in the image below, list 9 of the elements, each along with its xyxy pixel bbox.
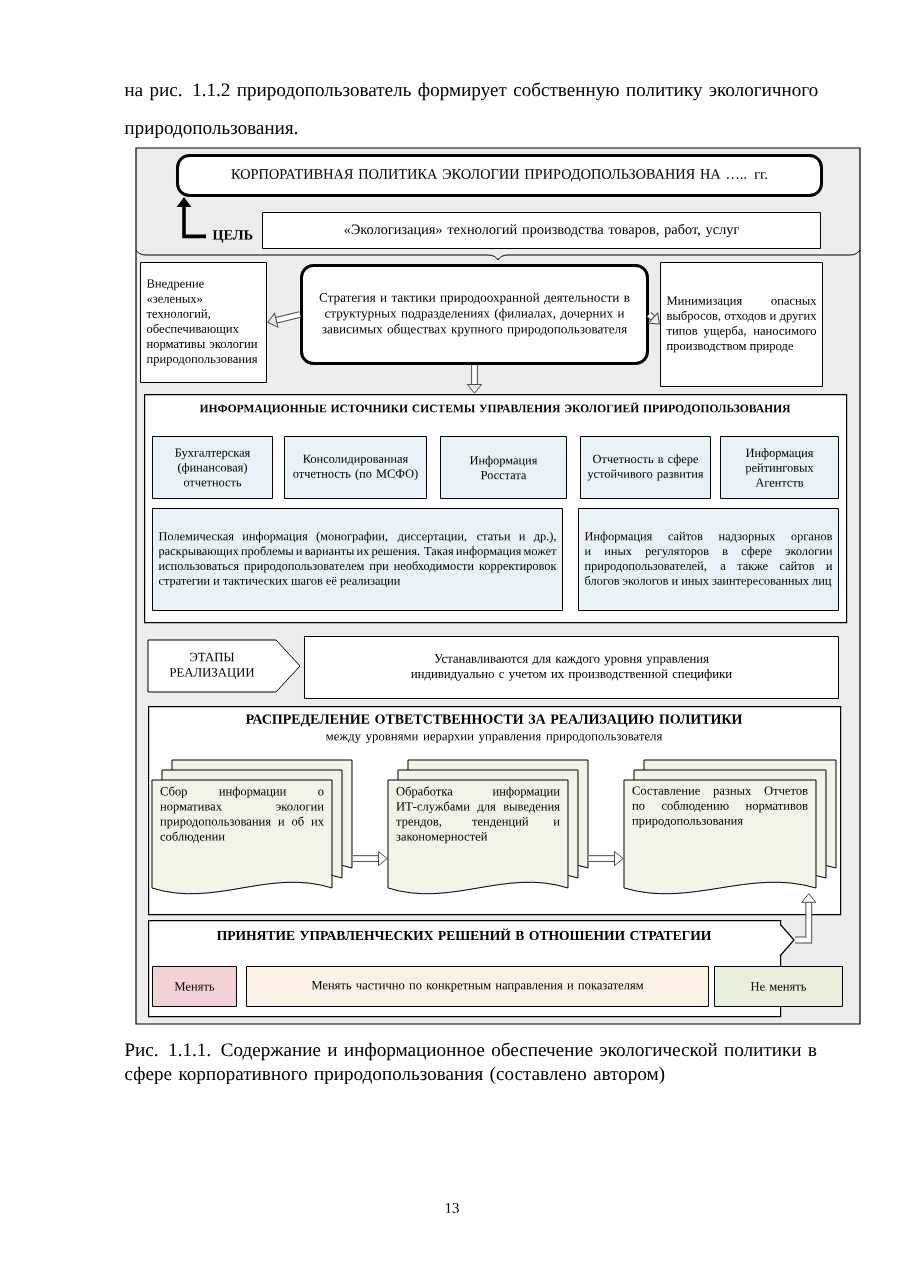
arrow <box>646 312 660 325</box>
caption: Рис. 1.1.1. Содержание и информационное обеспечение экологической политики в сфере корпоративного природопользования (составлено автором) <box>124 1042 817 1085</box>
arrow <box>466 365 483 394</box>
paragraph: на рис. 1.1.2 природопользователь формирует собственную политику экологичного природопользования. <box>124 82 818 138</box>
arrow <box>176 197 206 239</box>
arrow <box>352 851 388 867</box>
arrow <box>588 851 624 867</box>
arrow <box>267 311 301 328</box>
arrow <box>795 893 817 944</box>
